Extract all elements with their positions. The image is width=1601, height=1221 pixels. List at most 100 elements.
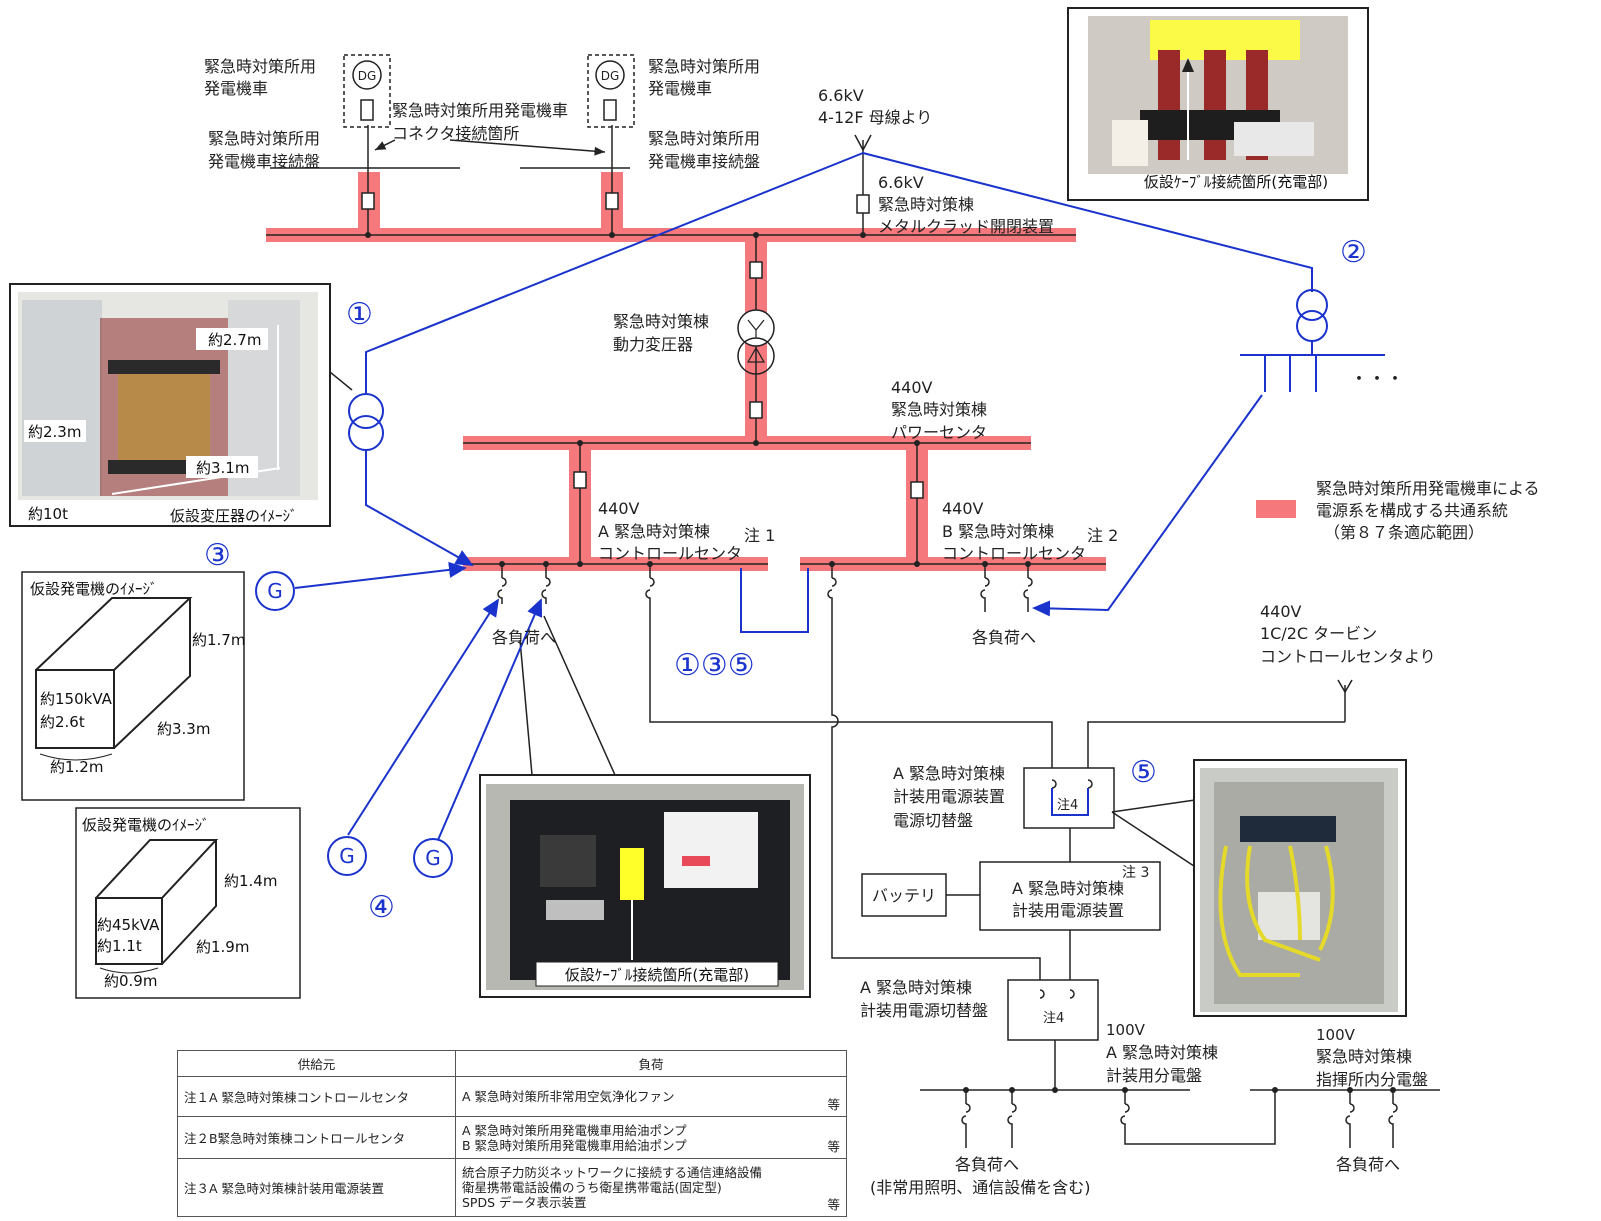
temporary-connections bbox=[294, 152, 1385, 841]
svg-text:電源切替盤: 電源切替盤 bbox=[893, 811, 973, 830]
svg-text:発電機車接続盤: 発電機車接続盤 bbox=[648, 152, 760, 171]
svg-text:計装用分電盤: 計装用分電盤 bbox=[1106, 1066, 1202, 1085]
svg-text:約1.1t: 約1.1t bbox=[97, 937, 142, 955]
svg-text:コントロールセンタより: コントロールセンタより bbox=[1260, 647, 1436, 666]
svg-text:約45kVA: 約45kVA bbox=[97, 916, 160, 934]
svg-text:緊急時対策所用: 緊急時対策所用 bbox=[208, 129, 320, 148]
svg-text:動力変圧器: 動力変圧器 bbox=[613, 335, 693, 354]
table-row: 注３A 緊急時対策棟計装用電源装置 統合原子力防災ネットワークに接続する通信連絡… bbox=[177, 1158, 847, 1217]
junction-dots bbox=[365, 232, 1396, 1093]
svg-text:②: ② bbox=[1340, 235, 1367, 270]
diagram-labels: 緊急時対策所用 発電機車 緊急時対策所用 発電機車 DG DG 緊急時対策所用発… bbox=[204, 57, 1436, 1197]
svg-text:100V: 100V bbox=[1316, 1026, 1356, 1044]
svg-text:緊急時対策所用: 緊急時対策所用 bbox=[204, 57, 316, 76]
svg-text:①: ① bbox=[346, 297, 373, 332]
circled-numbers: ① ② ③ ④ ⑤ ①③⑤ bbox=[204, 235, 1367, 925]
svg-text:約150kVA: 約150kVA bbox=[40, 690, 113, 708]
svg-text:B 緊急時対策棟: B 緊急時対策棟 bbox=[942, 522, 1054, 541]
svg-text:緊急時対策所用発電機車: 緊急時対策所用発電機車 bbox=[392, 101, 568, 120]
svg-text:計装用電源装置: 計装用電源装置 bbox=[1012, 901, 1124, 920]
generator-g-icon bbox=[327, 836, 367, 876]
svg-text:コントロールセンタ: コントロールセンタ bbox=[598, 544, 742, 563]
table-header-load: 負荷 bbox=[455, 1050, 847, 1077]
svg-text:緊急時対策棟: 緊急時対策棟 bbox=[613, 312, 709, 331]
svg-text:パワーセンタ: パワーセンタ bbox=[891, 423, 987, 442]
svg-text:約2.6t: 約2.6t bbox=[40, 713, 85, 731]
svg-text:緊急時対策棟: 緊急時対策棟 bbox=[891, 400, 987, 419]
svg-text:各負荷へ: 各負荷へ bbox=[972, 628, 1036, 647]
svg-text:・・・: ・・・ bbox=[1350, 369, 1404, 390]
svg-text:DG: DG bbox=[358, 69, 377, 83]
svg-text:約1.2m: 約1.2m bbox=[50, 758, 103, 776]
svg-text:約3.3m: 約3.3m bbox=[157, 720, 210, 738]
legend-swatch bbox=[1256, 500, 1296, 518]
svg-text:仮設ｹｰﾌﾞﾙ接続箇所(充電部): 仮設ｹｰﾌﾞﾙ接続箇所(充電部) bbox=[565, 966, 749, 984]
svg-text:計装用電源装置: 計装用電源装置 bbox=[893, 787, 1005, 806]
svg-text:⑤: ⑤ bbox=[1130, 755, 1157, 790]
table-row: 注２B緊急時対策棟コントロールセンタ A 緊急時対策所用発電機車用給油ポンプ B… bbox=[177, 1116, 847, 1159]
generator-image-small: 仮設発電機のｲﾒｰｼﾞ 約1.4m 約45kVA 約1.1t 約1.9m 約0.… bbox=[75, 807, 301, 999]
svg-text:緊急時対策所用: 緊急時対策所用 bbox=[648, 57, 760, 76]
svg-text:仮設発電機のｲﾒｰｼﾞ: 仮設発電機のｲﾒｰｼﾞ bbox=[30, 580, 158, 598]
svg-text:発電機車: 発電機車 bbox=[204, 79, 268, 98]
svg-text:各負荷へ: 各負荷へ bbox=[1336, 1155, 1400, 1174]
svg-text:電源系を構成する共通系統: 電源系を構成する共通系統 bbox=[1316, 501, 1508, 520]
svg-text:指揮所内分電盤: 指揮所内分電盤 bbox=[1316, 1070, 1428, 1089]
svg-text:約1.9m: 約1.9m bbox=[196, 938, 249, 956]
svg-text:約2.3m: 約2.3m bbox=[28, 423, 81, 441]
table-cell-source: 注１A 緊急時対策棟コントロールセンタ bbox=[177, 1076, 456, 1117]
generator-image-large: 仮設発電機のｲﾒｰｼﾞ 約1.7m 約150kVA 約2.6t 約3.3m 約1… bbox=[21, 571, 245, 801]
photo-temporary-transformer: 約2.7m 約2.3m 約3.1m 約10t 仮設変圧器のｲﾒｰｼﾞ bbox=[9, 283, 331, 527]
table-cell-load: 統合原子力防災ネットワークに接続する通信連絡設備 衛星携帯電話設備のうち衛星携帯… bbox=[455, 1158, 847, 1217]
svg-text:A 緊急時対策棟: A 緊急時対策棟 bbox=[598, 522, 710, 541]
svg-text:6.6kV: 6.6kV bbox=[878, 173, 924, 192]
svg-text:緊急時対策棟: 緊急時対策棟 bbox=[878, 195, 974, 214]
svg-text:仮設変圧器のｲﾒｰｼﾞ: 仮設変圧器のｲﾒｰｼﾞ bbox=[170, 507, 298, 525]
svg-text:1C/2C タービン: 1C/2C タービン bbox=[1260, 624, 1377, 643]
table-cell-load: A 緊急時対策所用発電機車用給油ポンプ B 緊急時対策所用発電機車用給油ポンプ … bbox=[455, 1116, 847, 1159]
svg-text:各負荷へ: 各負荷へ bbox=[955, 1155, 1019, 1174]
svg-text:発電機車接続盤: 発電機車接続盤 bbox=[208, 152, 320, 171]
svg-text:①③⑤: ①③⑤ bbox=[674, 648, 755, 683]
svg-text:約1.4m: 約1.4m bbox=[224, 872, 277, 890]
svg-text:計装用電源切替盤: 計装用電源切替盤 bbox=[860, 1001, 988, 1020]
svg-text:注 2: 注 2 bbox=[1087, 526, 1118, 545]
svg-text:約10t: 約10t bbox=[28, 505, 68, 523]
svg-text:G: G bbox=[425, 846, 441, 870]
svg-text:仮設ｹｰﾌﾞﾙ接続箇所(充電部): 仮設ｹｰﾌﾞﾙ接続箇所(充電部) bbox=[1144, 173, 1328, 191]
svg-text:A 緊急時対策棟: A 緊急時対策棟 bbox=[1106, 1043, 1218, 1062]
one-line-wiring bbox=[266, 54, 1440, 1148]
svg-text:G: G bbox=[267, 579, 283, 603]
svg-text:バッテリ: バッテリ bbox=[872, 886, 936, 905]
svg-text:440V: 440V bbox=[891, 378, 933, 397]
g-symbols: G G G bbox=[255, 571, 453, 878]
table-cell-load: A 緊急時対策所非常用空気浄化ファン 等 bbox=[455, 1076, 847, 1117]
svg-text:G: G bbox=[339, 844, 355, 868]
legend: 緊急時対策所用発電機車による 電源系を構成する共通系統 （第８７条適応範囲） bbox=[1256, 479, 1540, 542]
svg-text:注 3: 注 3 bbox=[1122, 865, 1149, 881]
svg-text:A 緊急時対策棟: A 緊急時対策棟 bbox=[860, 978, 972, 997]
table-cell-source: 注３A 緊急時対策棟計装用電源装置 bbox=[177, 1158, 456, 1217]
photo-cable-connection-top: 仮設ｹｰﾌﾞﾙ接続箇所(充電部) bbox=[1067, 7, 1369, 201]
svg-text:注4: 注4 bbox=[1043, 1011, 1064, 1026]
svg-text:コネクタ接続箇所: コネクタ接続箇所 bbox=[392, 124, 519, 143]
generator-g-icon bbox=[255, 571, 295, 611]
svg-text:A 緊急時対策棟: A 緊急時対策棟 bbox=[1012, 879, 1124, 898]
svg-text:③: ③ bbox=[204, 538, 231, 573]
svg-text:約2.7m: 約2.7m bbox=[208, 331, 261, 349]
svg-text:100V: 100V bbox=[1106, 1021, 1146, 1039]
svg-text:発電機車: 発電機車 bbox=[648, 79, 712, 98]
svg-text:メタルクラッド開閉装置: メタルクラッド開閉装置 bbox=[878, 217, 1054, 236]
svg-text:約3.1m: 約3.1m bbox=[196, 459, 249, 477]
supply-load-table: 供給元 負荷 注１A 緊急時対策棟コントロールセンタ A 緊急時対策所非常用空気… bbox=[177, 1050, 847, 1217]
svg-text:緊急時対策棟: 緊急時対策棟 bbox=[1316, 1047, 1412, 1066]
svg-text:約1.7m: 約1.7m bbox=[192, 631, 245, 649]
svg-text:DG: DG bbox=[601, 69, 620, 83]
svg-text:注 1: 注 1 bbox=[744, 526, 775, 545]
svg-text:コントロールセンタ: コントロールセンタ bbox=[942, 544, 1086, 563]
svg-text:各負荷へ: 各負荷へ bbox=[492, 628, 556, 647]
svg-text:4-12F 母線より: 4-12F 母線より bbox=[818, 108, 932, 127]
photo-cable-connection-bottom: 仮設ｹｰﾌﾞﾙ接続箇所(充電部) bbox=[479, 774, 811, 998]
table-cell-source: 注２B緊急時対策棟コントロールセンタ bbox=[177, 1116, 456, 1159]
